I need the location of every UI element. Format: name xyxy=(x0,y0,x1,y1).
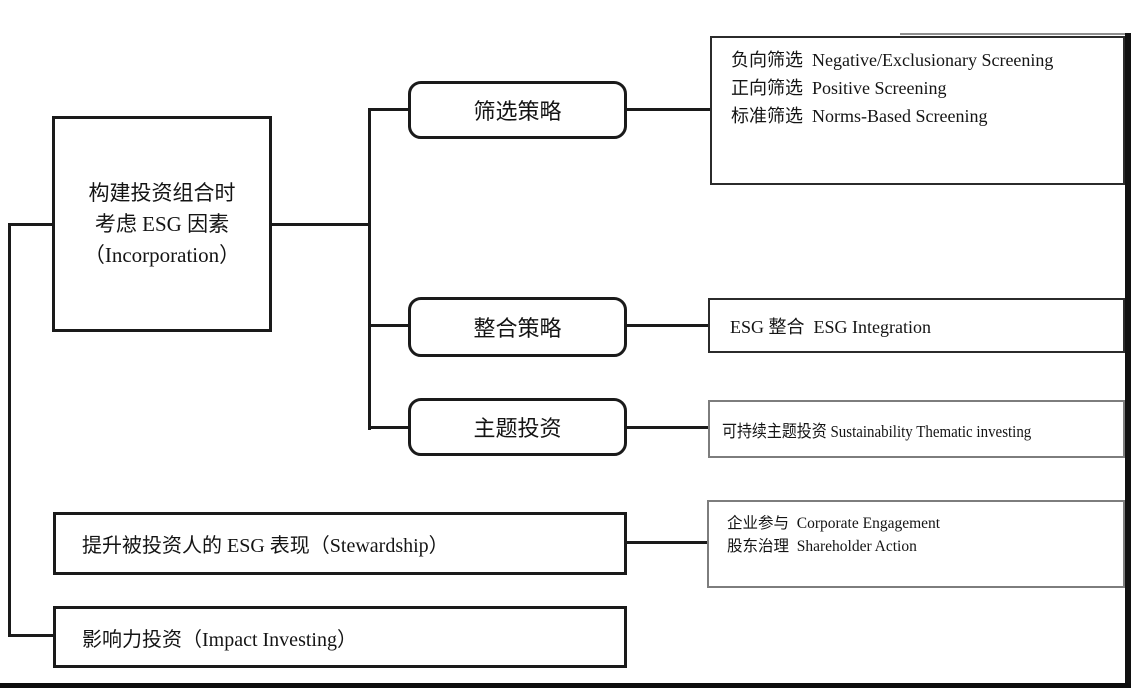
negative-screening-line: 负向筛选 Negative/Exclusionary Screening xyxy=(731,50,1054,70)
connector-screening-to-detail xyxy=(627,108,710,111)
screening-detail-box: 负向筛选 Negative/Exclusionary Screening 正向筛… xyxy=(710,36,1125,185)
incorporation-label-line3: （Incorporation） xyxy=(83,242,241,267)
shareholder-action-line: 股东治理 Shareholder Action xyxy=(727,538,917,555)
positive-screening-line: 正向筛选 Positive Screening xyxy=(731,78,947,98)
stewardship-detail-box: 企业参与 Corporate Engagement 股东治理 Sharehold… xyxy=(707,500,1125,588)
impact-investing-node: 影响力投资（Impact Investing） xyxy=(53,606,627,668)
stewardship-detail-text: 企业参与 Corporate Engagement 股东治理 Sharehold… xyxy=(727,512,1123,558)
connector-branch-to-screening xyxy=(368,108,408,111)
incorporation-label-line2: 考虑 ESG 因素 xyxy=(94,211,230,236)
connector-branch-to-integration xyxy=(368,324,408,327)
incorporation-label: 构建投资组合时 考虑 ESG 因素 （Incorporation） xyxy=(84,178,240,271)
esg-integration-line: ESG 整合 ESG Integration xyxy=(730,316,931,337)
connector-branch-vertical xyxy=(368,108,371,430)
incorporation-node: 构建投资组合时 考虑 ESG 因素 （Incorporation） xyxy=(52,116,272,332)
screening-strategy-label: 筛选策略 xyxy=(473,99,562,124)
thematic-strategy-label: 主题投资 xyxy=(473,416,562,441)
norms-screening-line: 标准筛选 Norms-Based Screening xyxy=(731,106,988,126)
connector-branch-to-thematic xyxy=(368,426,408,429)
corporate-engagement-line: 企业参与 Corporate Engagement xyxy=(727,515,941,532)
thematic-detail-box: 可持续主题投资 Sustainability Thematic investin… xyxy=(708,400,1125,458)
connector-thematic-to-detail xyxy=(627,426,708,429)
frame-bottom-border xyxy=(0,683,1131,688)
impact-investing-label: 影响力投资（Impact Investing） xyxy=(82,628,357,651)
integration-strategy-node: 整合策略 xyxy=(408,297,627,357)
connector-left-trunk-vertical xyxy=(8,223,11,637)
screening-detail-text: 负向筛选 Negative/Exclusionary Screening 正向筛… xyxy=(731,46,1123,130)
screening-strategy-node: 筛选策略 xyxy=(408,81,627,139)
stewardship-node: 提升被投资人的 ESG 表现（Stewardship） xyxy=(53,512,627,575)
connector-trunk-to-impact xyxy=(8,634,55,637)
integration-strategy-label: 整合策略 xyxy=(473,316,562,341)
frame-top-right-edge xyxy=(900,33,1131,35)
thematic-strategy-node: 主题投资 xyxy=(408,398,627,456)
connector-stewardship-to-detail xyxy=(627,541,707,544)
frame-right-band xyxy=(1125,33,1131,688)
sustainability-thematic-line: 可持续主题投资 Sustainability Thematic investin… xyxy=(722,421,1032,441)
incorporation-label-line1: 构建投资组合时 xyxy=(88,180,236,205)
connector-trunk-to-incorporation xyxy=(11,223,52,226)
integration-detail-box: ESG 整合 ESG Integration xyxy=(708,298,1125,353)
connector-incorporation-to-branch xyxy=(272,223,370,226)
connector-integration-to-detail xyxy=(627,324,708,327)
stewardship-label: 提升被投资人的 ESG 表现（Stewardship） xyxy=(82,535,449,557)
